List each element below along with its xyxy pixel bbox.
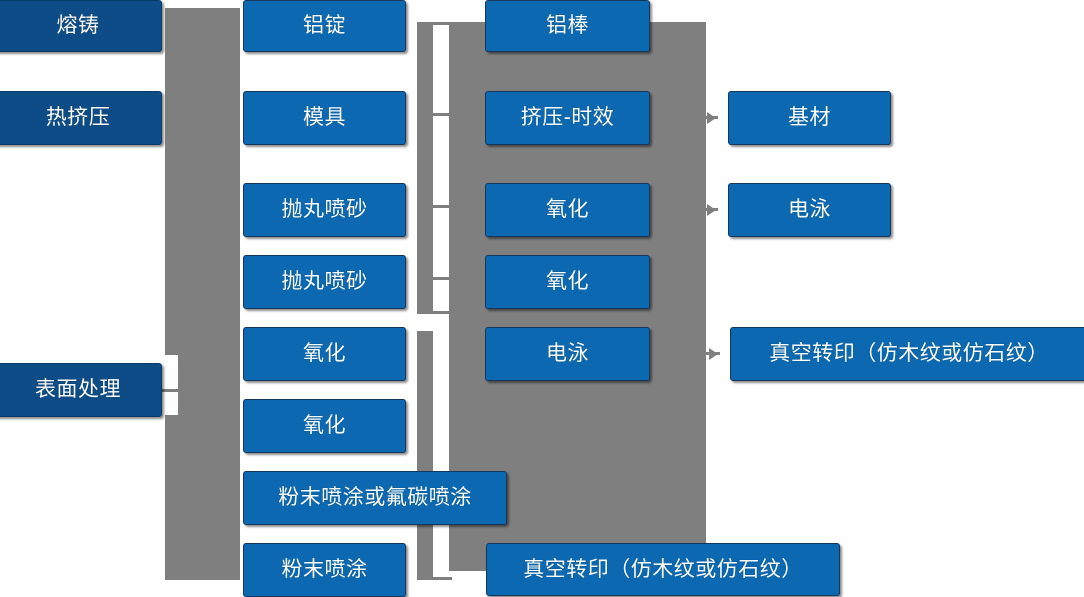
process-label-die: 模具 <box>303 106 346 130</box>
process-box-oxidation-2[interactable]: 氧化 <box>243 399 406 453</box>
bracket-left-arrow-8 <box>225 562 236 578</box>
bracket-left-arrow-6 <box>225 418 236 434</box>
bracket-mid-bar-lower <box>417 331 433 580</box>
bracket-left-arrow-2 <box>225 110 236 126</box>
process-label-shotblast-1: 抛丸喷砂 <box>281 198 368 222</box>
bracket-left-stub <box>162 389 184 392</box>
bracket-mid-bar-upper <box>417 22 433 314</box>
process-label-ingot: 铝锭 <box>303 14 346 38</box>
process-label-oxidation-1: 氧化 <box>303 342 346 366</box>
bracket-left-arrow-1 <box>225 18 236 34</box>
bracket-left-arrow-7 <box>225 490 236 506</box>
process-box-shotblast-1[interactable]: 抛丸喷砂 <box>243 183 406 237</box>
process-label-powder-fluorocarbon: 粉末喷涂或氟碳喷涂 <box>278 486 472 510</box>
result-box-substrate[interactable]: 基材 <box>728 91 891 145</box>
process-box-die[interactable]: 模具 <box>243 91 406 145</box>
process-label-oxidation-3: 氧化 <box>546 198 589 222</box>
bracket-left-notch <box>165 355 178 415</box>
bracket-mid-conn-3 <box>430 205 452 208</box>
process-label-extrude-aging: 挤压-时效 <box>520 106 615 130</box>
process-box-powder-fluorocarbon[interactable]: 粉末喷涂或氟碳喷涂 <box>243 471 507 525</box>
arrow-to-substrate <box>707 112 716 124</box>
process-box-ingot[interactable]: 铝锭 <box>243 0 406 52</box>
bracket-mid-conn-4 <box>430 277 452 280</box>
result-box-vacuum-transfer[interactable]: 真空转印（仿木纹或仿石纹） <box>730 327 1084 381</box>
bracket-mid-conn-2 <box>430 113 452 116</box>
process-label-aluminum-bar: 铝棒 <box>546 14 589 38</box>
process-label-vacuum-transfer-1: 真空转印（仿木纹或仿石纹） <box>523 557 803 581</box>
process-box-extrude-aging[interactable]: 挤压-时效 <box>485 91 650 145</box>
stage-label-melt-cast: 熔铸 <box>56 14 100 38</box>
stage-box-hot-extrude[interactable]: 热挤压 <box>0 91 162 145</box>
process-box-aluminum-bar[interactable]: 铝棒 <box>485 0 650 52</box>
stage-label-hot-extrude: 热挤压 <box>45 106 111 130</box>
bracket-left-arrow-3 <box>225 202 236 218</box>
stage-label-surface-treatment: 表面处理 <box>35 378 121 402</box>
stage-box-surface-treatment[interactable]: 表面处理 <box>0 363 162 417</box>
result-label-vacuum-transfer: 真空转印（仿木纹或仿石纹） <box>769 342 1049 366</box>
result-box-electrophoresis[interactable]: 电泳 <box>728 183 891 237</box>
process-label-shotblast-2: 抛丸喷砂 <box>281 270 368 294</box>
bracket-mid-conn-6 <box>430 577 452 580</box>
process-box-shotblast-2[interactable]: 抛丸喷砂 <box>243 255 406 309</box>
bracket-left-arrow-4 <box>225 274 236 290</box>
result-label-substrate: 基材 <box>788 106 831 130</box>
process-box-oxidation-1[interactable]: 氧化 <box>243 327 406 381</box>
bracket-mid-conn-5 <box>430 311 452 314</box>
bracket-left-body <box>165 8 240 580</box>
result-label-electrophoresis: 电泳 <box>788 198 831 222</box>
process-box-powder-coating[interactable]: 粉末喷涂 <box>243 543 406 597</box>
process-label-oxidation-4: 氧化 <box>546 270 589 294</box>
process-box-oxidation-4[interactable]: 氧化 <box>485 255 650 309</box>
process-box-oxidation-3[interactable]: 氧化 <box>485 183 650 237</box>
arrow-to-electro <box>707 204 716 216</box>
process-label-powder-coating: 粉末喷涂 <box>281 558 368 582</box>
process-label-electrophoresis-1: 电泳 <box>546 342 589 366</box>
process-label-oxidation-2: 氧化 <box>303 414 346 438</box>
process-box-electrophoresis-1[interactable]: 电泳 <box>485 327 650 381</box>
bracket-mid-conn-1 <box>430 22 452 25</box>
process-box-vacuum-transfer-1[interactable]: 真空转印（仿木纹或仿石纹） <box>486 543 840 596</box>
bracket-left-arrow-5 <box>225 346 236 362</box>
arrow-to-vacuum <box>709 348 718 360</box>
stage-box-melt-cast[interactable]: 熔铸 <box>0 0 162 52</box>
